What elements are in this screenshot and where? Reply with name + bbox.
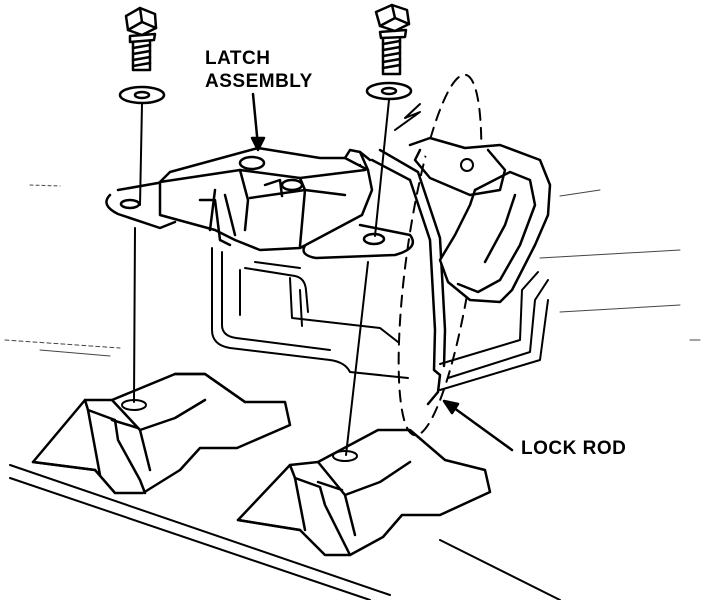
latch-assembly-callout: LATCH ASSEMBLY — [205, 47, 313, 93]
lock-rod-callout: LOCK ROD — [521, 438, 627, 459]
latch-assembly-label-line1: LATCH — [205, 48, 271, 69]
bolt-left — [124, 6, 158, 72]
latch-lever-strap — [394, 103, 552, 304]
floor-sill — [9, 464, 561, 600]
washer-right — [365, 81, 413, 101]
bolt-right — [374, 3, 411, 76]
bracket-left — [31, 372, 292, 495]
striker-frame — [211, 247, 549, 391]
bracket-right — [236, 428, 492, 557]
latch-assembly-label-line2: ASSEMBLY — [205, 71, 313, 92]
body-panel-lines — [4, 184, 701, 357]
latch-base-plate — [105, 178, 415, 260]
latch-assembly — [158, 146, 374, 252]
leader-lines — [250, 92, 514, 452]
alignment-lines — [133, 99, 390, 456]
washer-left — [118, 85, 166, 105]
